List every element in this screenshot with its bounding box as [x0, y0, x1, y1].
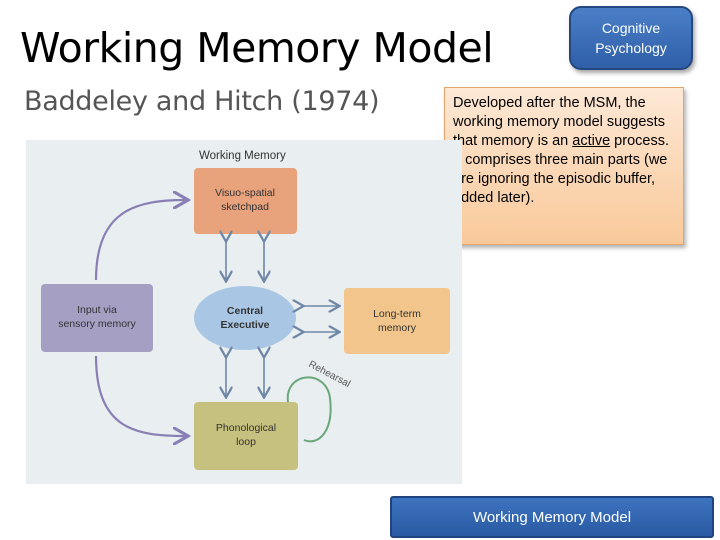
arrow-input-sketchpad [94, 200, 186, 281]
loop-box [194, 402, 298, 470]
sketchpad-box [194, 168, 297, 234]
note-text-1: Developed after the MSM, the working mem… [453, 95, 665, 149]
working-memory-model-button[interactable]: Working Memory Model [390, 496, 714, 538]
input-label-1: Input via [77, 304, 117, 316]
sketchpad-label-2: sketchpad [221, 201, 269, 213]
diagram-heading: Working Memory [199, 150, 286, 162]
ltm-label-1: Long-term [373, 308, 421, 320]
sketchpad-label-1: Visuo-spatial [215, 187, 275, 199]
note-text-2: process. [610, 133, 669, 149]
executive-label-1: Central [227, 305, 263, 317]
badge-line-2: Psychology [595, 40, 667, 56]
description-note: Developed after the MSM, the working mem… [444, 87, 684, 245]
input-box [41, 284, 153, 352]
cognitive-psychology-badge: Cognitive Psychology [569, 6, 693, 70]
loop-label-2: loop [236, 436, 256, 448]
note-underlined-word: active [572, 133, 611, 149]
note-text-3: It comprises three main parts (we are ig… [453, 152, 668, 206]
executive-label-2: Executive [220, 319, 269, 331]
ltm-box [344, 288, 450, 354]
rehearsal-loop-arrow [286, 376, 332, 443]
ltm-label-2: memory [378, 322, 417, 334]
loop-label-1: Phonological [216, 422, 276, 434]
rehearsal-label: Rehearsal [307, 359, 352, 390]
input-label-2: sensory memory [58, 318, 136, 330]
badge-line-1: Cognitive [601, 20, 661, 36]
diagram-svg: Working Memory Visuo-spatial sketchpad I… [41, 150, 450, 470]
slide-title: Working Memory Model [20, 24, 494, 72]
arrow-input-loop [94, 355, 186, 436]
working-memory-diagram: Working Memory Visuo-spatial sketchpad I… [26, 140, 462, 484]
slide-subtitle: Baddeley and Hitch (1974) [24, 86, 380, 117]
central-executive-ellipse [194, 286, 296, 350]
